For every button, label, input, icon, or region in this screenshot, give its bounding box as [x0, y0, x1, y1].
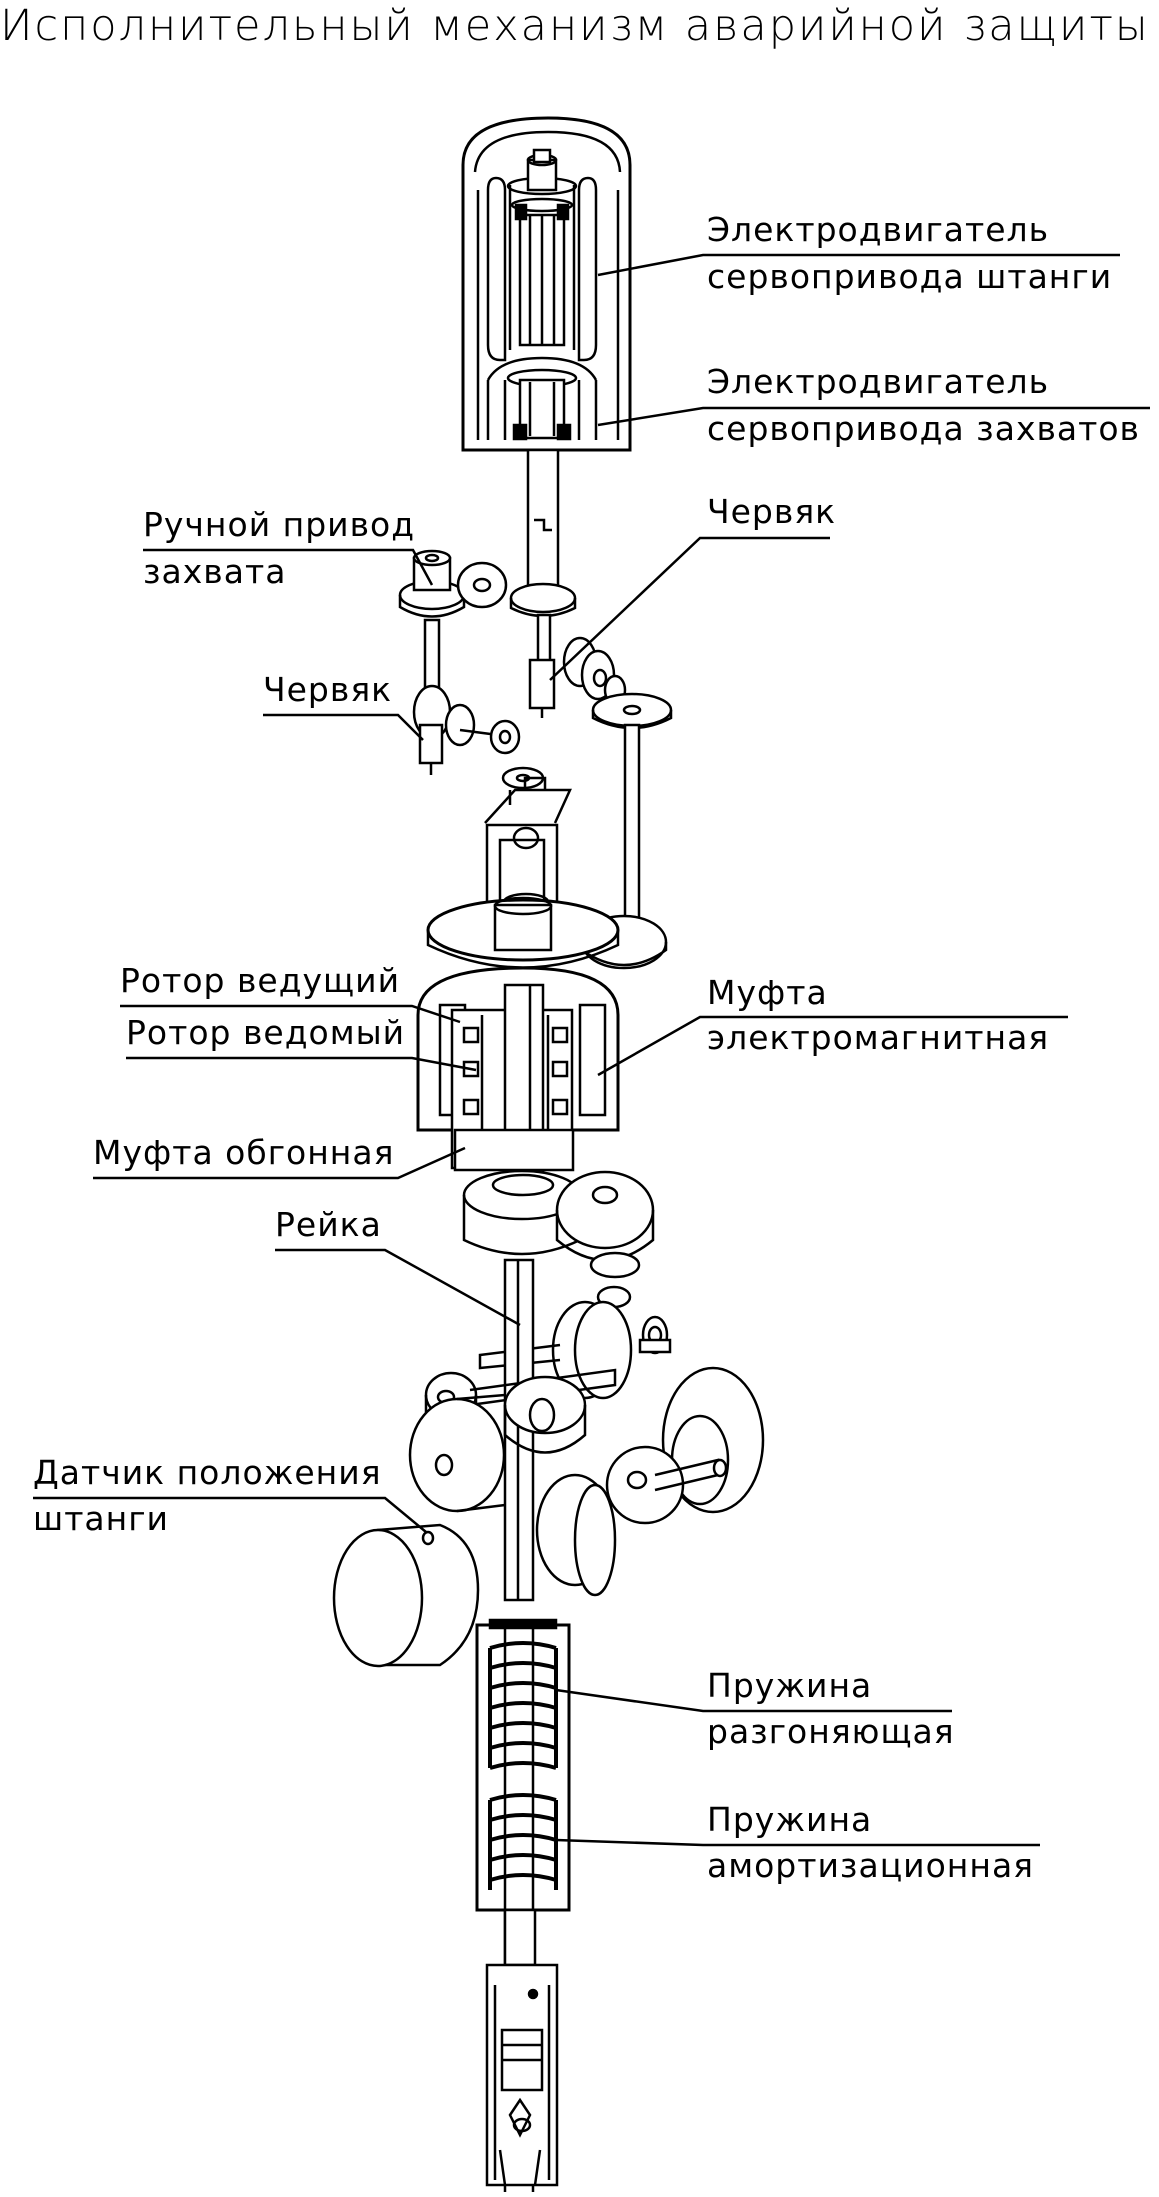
label-spring-damp-line1: Пружина: [707, 1800, 873, 1839]
label-motor-rod-line2: сервопривода штанги: [707, 257, 1113, 296]
leader-sensor: [33, 1496, 427, 1533]
leader-worm-right: [549, 536, 830, 681]
lower-gears: [408, 1366, 765, 1597]
manual-drive-gears: [398, 549, 577, 618]
label-rotor-driven: Ротор ведомый: [126, 1013, 406, 1052]
label-spring-accel-line2: разгоняющая: [707, 1712, 955, 1751]
label-worm-right: Червяк: [707, 492, 837, 531]
lower-grip: [485, 1908, 559, 2187]
label-spring-damp-line2: амортизационная: [707, 1846, 1035, 1885]
leader-spring-accel: [555, 1688, 952, 1713]
leader-manual-drive: [143, 548, 434, 586]
leader-motor-rod: [597, 253, 1120, 277]
label-motor-grip-line2: сервопривода захватов: [707, 409, 1141, 448]
label-sensor-line2: штанги: [33, 1499, 170, 1538]
grip-fork: [484, 776, 572, 917]
em-clutch: [416, 966, 620, 1187]
leader-clutch-overrun: [93, 1146, 466, 1180]
main-disc: [426, 896, 620, 969]
damp-spring: [488, 1793, 558, 1890]
motor-rod-servo: [486, 148, 598, 362]
upper-shaft: [526, 448, 560, 592]
motor-grip-servo: [486, 356, 598, 441]
label-rack: Рейка: [275, 1205, 382, 1244]
manual-drive-shaft: [412, 618, 452, 775]
label-worm-left: Червяк: [263, 670, 393, 709]
label-motor-rod-line1: Электродвигатель: [707, 210, 1050, 249]
position-sensor: [332, 1523, 480, 1668]
label-sensor-line1: Датчик положения: [33, 1453, 382, 1492]
label-rotor-driving: Ротор ведущий: [120, 961, 401, 1000]
accel-spring: [488, 1641, 558, 1770]
overrun-clutch: [462, 1169, 582, 1256]
label-manual-drive-line2: захвата: [143, 552, 287, 591]
leader-worm-left: [263, 713, 424, 741]
left-worm: [444, 703, 545, 790]
label-clutch-em-line2: электромагнитная: [707, 1018, 1050, 1057]
diagram-title: Исполнительный механизм аварийной защиты: [0, 1, 1150, 51]
leader-rack: [275, 1248, 521, 1327]
leader-motor-grip: [597, 406, 1150, 427]
leader-lines: [33, 253, 1150, 1847]
label-motor-grip-line1: Электродвигатель: [707, 362, 1050, 401]
leader-rotor-driving: [120, 1004, 461, 1024]
gear-block: [478, 1170, 672, 1400]
leader-clutch-em: [597, 1015, 1068, 1077]
label-manual-drive-line1: Ручной привод: [143, 505, 416, 544]
leader-rotor-driven: [126, 1056, 477, 1072]
leader-spring-damp: [555, 1838, 1040, 1847]
right-worm: [528, 613, 627, 718]
label-spring-accel-line1: Пружина: [707, 1666, 873, 1705]
label-clutch-em-line1: Муфта: [707, 973, 828, 1012]
label-clutch-overrun: Муфта обгонная: [93, 1133, 395, 1172]
